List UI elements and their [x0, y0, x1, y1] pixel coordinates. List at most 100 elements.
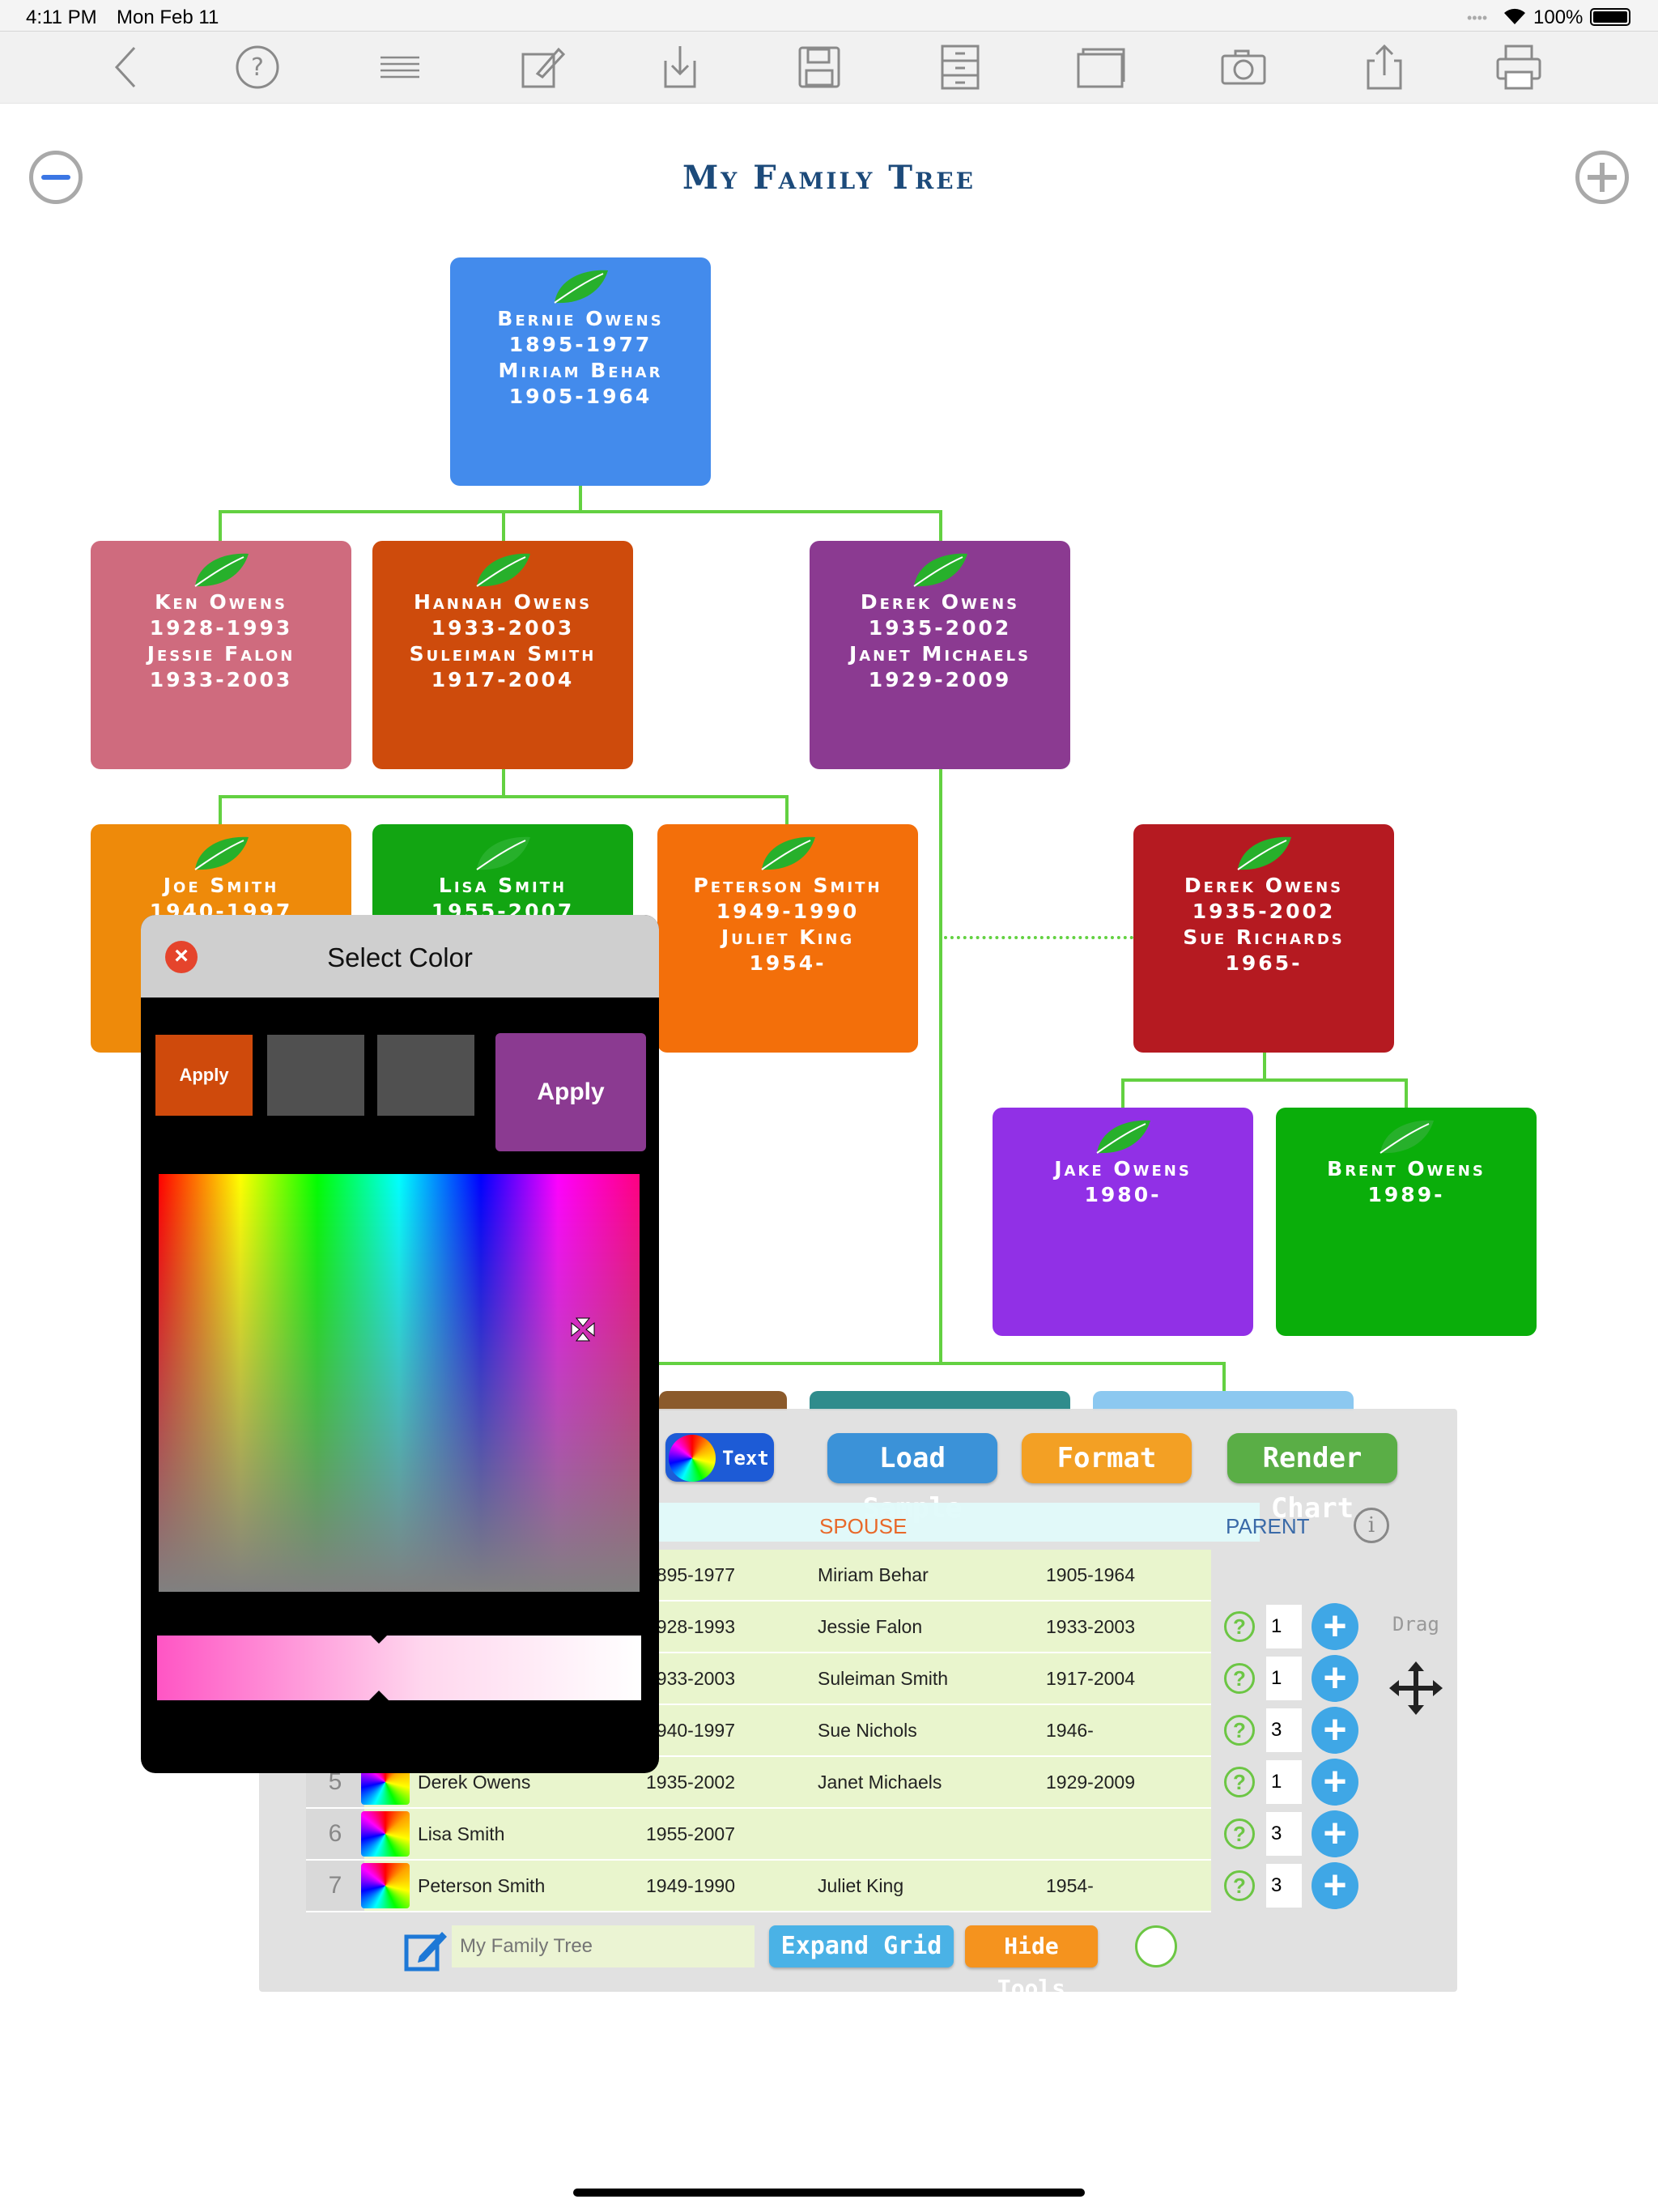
cell-spouse-years[interactable]: 1929-2009	[1046, 1772, 1135, 1793]
zoom-in-button[interactable]	[1575, 151, 1629, 204]
cell-years[interactable]: 1933-2003	[646, 1668, 735, 1689]
cell-spouse-years[interactable]: 1933-2003	[1046, 1616, 1135, 1637]
edit-icon[interactable]	[518, 43, 567, 91]
parent-input[interactable]: 1	[1266, 1657, 1302, 1700]
edit-title-icon[interactable]	[403, 1927, 449, 1972]
cell-spouse[interactable]: Suleiman Smith	[818, 1668, 949, 1689]
connector	[579, 484, 582, 512]
hide-tools-button[interactable]: Hide Tools	[965, 1925, 1098, 2001]
color-wheel-icon[interactable]	[361, 1863, 410, 1908]
cell-name[interactable]: Peterson Smith	[418, 1875, 546, 1896]
add-child-icon[interactable]: +	[1312, 1759, 1358, 1806]
parent-input[interactable]: 1	[1266, 1605, 1302, 1648]
help-icon[interactable]: ?	[1224, 1611, 1255, 1642]
cell-spouse[interactable]: Janet Michaels	[818, 1772, 942, 1793]
cell-name[interactable]: Derek Owens	[418, 1772, 531, 1793]
slider-handle-top[interactable]	[369, 1634, 389, 1644]
text-color-button[interactable]: Text	[665, 1433, 774, 1482]
add-child-icon[interactable]: +	[1312, 1862, 1358, 1909]
zoom-out-button[interactable]	[29, 151, 83, 204]
node-name: Derek Owens	[1184, 874, 1344, 897]
recent-color-swatch[interactable]	[377, 1035, 474, 1116]
leaf-icon	[194, 836, 249, 870]
camera-icon[interactable]	[1219, 43, 1268, 91]
add-child-icon[interactable]: +	[1312, 1810, 1358, 1857]
color-spectrum[interactable]	[159, 1174, 640, 1592]
brightness-slider[interactable]	[157, 1636, 641, 1700]
cell-spouse[interactable]: Jessie Falon	[818, 1616, 923, 1637]
chart-title-input[interactable]	[452, 1925, 755, 1967]
close-icon[interactable]: ×	[165, 941, 198, 973]
cell-years[interactable]: 1949-1990	[646, 1875, 735, 1896]
leaf-icon	[476, 836, 530, 870]
cell-spouse-years[interactable]: 1954-	[1046, 1875, 1094, 1896]
help-icon[interactable]: ?	[233, 43, 282, 91]
add-child-icon[interactable]: +	[1312, 1655, 1358, 1702]
node-years: 1935-2002	[868, 616, 1012, 640]
format-button[interactable]: Format	[1022, 1433, 1192, 1483]
load-sample-button[interactable]: Load Sample	[827, 1433, 997, 1525]
parent-input[interactable]: 1	[1266, 1760, 1302, 1804]
cell-years[interactable]: 1935-2002	[646, 1772, 735, 1793]
info-icon[interactable]: i	[1354, 1508, 1389, 1543]
add-child-icon[interactable]: +	[1312, 1707, 1358, 1754]
print-icon[interactable]	[1494, 43, 1543, 91]
apply-color-button[interactable]: Apply	[495, 1033, 646, 1151]
cell-years[interactable]: 1940-1997	[646, 1720, 735, 1741]
cell-spouse[interactable]: Sue Nichols	[818, 1720, 917, 1741]
node-years: 1935-2002	[1192, 900, 1336, 923]
parent-input[interactable]: 3	[1266, 1812, 1302, 1856]
help-icon[interactable]: ?	[1224, 1767, 1255, 1797]
cell-spouse-years[interactable]: 1905-1964	[1046, 1564, 1135, 1585]
cell-spouse-years[interactable]: 1917-2004	[1046, 1668, 1135, 1689]
cell-years[interactable]: 1928-1993	[646, 1616, 735, 1637]
recent-color-swatch[interactable]	[267, 1035, 364, 1116]
leaf-icon	[1380, 1120, 1434, 1154]
wifi-icon	[1503, 5, 1527, 32]
help-icon[interactable]: ?	[1224, 1663, 1255, 1694]
cell-years[interactable]: 1955-2007	[646, 1823, 735, 1844]
window-icon[interactable]	[1077, 43, 1125, 91]
cell-name[interactable]: Lisa Smith	[418, 1823, 505, 1844]
cell-spouse[interactable]: Miriam Behar	[818, 1564, 929, 1585]
file-cabinet-icon[interactable]	[936, 43, 984, 91]
cell-years[interactable]: 1895-1977	[646, 1564, 735, 1585]
row-controls: ? 3+	[1219, 1705, 1381, 1755]
help-icon[interactable]: ?	[1224, 1715, 1255, 1746]
leaf-icon	[194, 553, 249, 587]
status-bar: 4:11 PM Mon Feb 11 •••• 100%	[0, 0, 1658, 31]
help-icon[interactable]: ?	[1224, 1819, 1255, 1849]
cell-spouse-years[interactable]: 1946-	[1046, 1720, 1094, 1741]
download-icon[interactable]	[656, 43, 704, 91]
cell-spouse[interactable]: Juliet King	[818, 1875, 904, 1896]
drag-move-icon[interactable]	[1389, 1661, 1443, 1715]
list-icon[interactable]	[376, 43, 424, 91]
back-icon[interactable]	[102, 43, 151, 91]
minus-icon	[41, 175, 70, 180]
render-chart-button[interactable]: Render Chart	[1227, 1433, 1397, 1525]
support-icon[interactable]	[1135, 1925, 1177, 1967]
slider-handle-bottom[interactable]	[369, 1691, 389, 1700]
parent-input[interactable]: 3	[1266, 1864, 1302, 1908]
node-years: 1905-1964	[508, 385, 653, 408]
node-name: Juliet King	[721, 925, 855, 949]
add-child-icon[interactable]: +	[1312, 1603, 1358, 1650]
parent-input[interactable]: 3	[1266, 1708, 1302, 1752]
share-icon[interactable]	[1360, 43, 1409, 91]
help-icon[interactable]: ?	[1224, 1870, 1255, 1901]
save-icon[interactable]	[795, 43, 844, 91]
spectrum-cursor-icon[interactable]	[560, 1307, 606, 1352]
expand-grid-button[interactable]: Expand Grid	[769, 1925, 954, 1967]
color-wheel-icon[interactable]	[361, 1811, 410, 1857]
apply-current-color-button[interactable]: Apply	[155, 1035, 253, 1116]
